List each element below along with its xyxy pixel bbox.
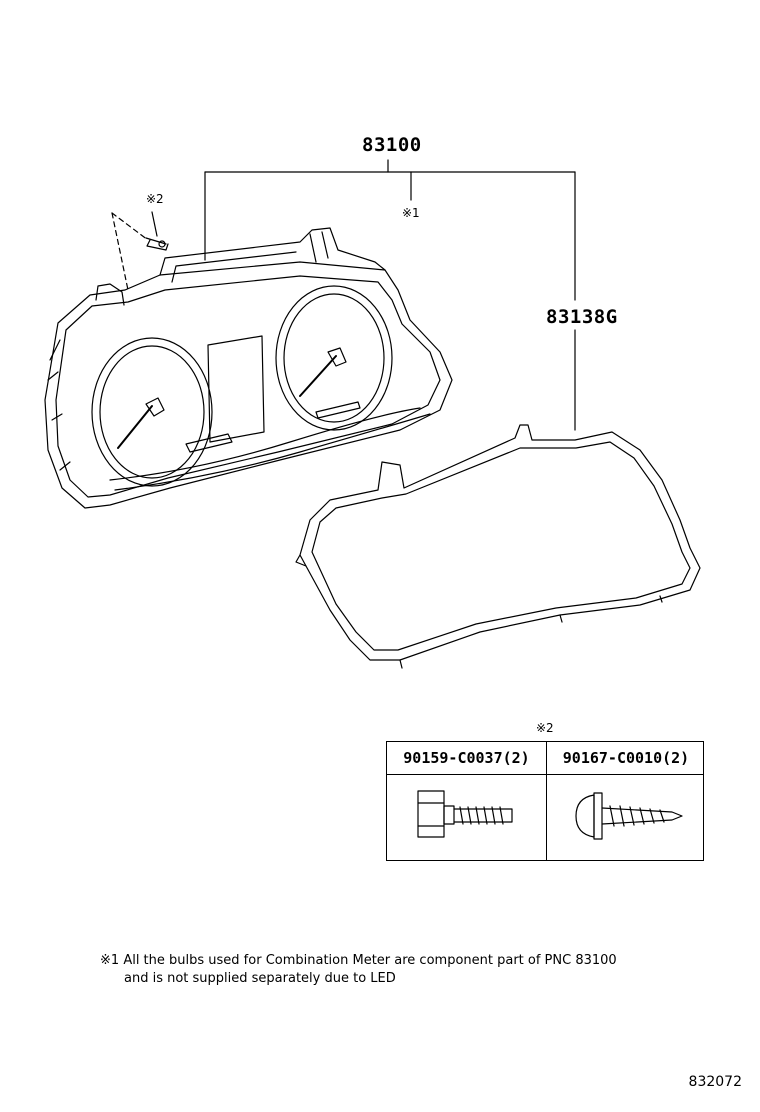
screw-qty: (2) [662, 749, 690, 767]
table-divider-v [546, 742, 547, 860]
screw-mark-table: ※2 [536, 721, 554, 735]
screw-part-number: 90167-C0010 [562, 749, 663, 767]
figure-number: 832072 [688, 1074, 742, 1090]
screw-column-1-header: 90159-C0037(2) [387, 742, 546, 774]
footnote-text-1: All the bulbs used for Combination Meter… [123, 953, 617, 968]
footnote-mark: ※1 [100, 953, 120, 968]
screw-callout [111, 211, 169, 291]
truss-head-screw-icon [575, 792, 683, 840]
screw-qty: (2) [502, 749, 530, 767]
screw-table: 90159-C0037(2) 90167-C0010(2) [386, 741, 704, 861]
footnote-line-1: ※1 All the bulbs used for Combination Me… [100, 952, 617, 970]
meter-lens-glass [295, 424, 701, 669]
footnote: ※1 All the bulbs used for Combination Me… [100, 952, 617, 988]
screw-mark-top: ※2 [146, 192, 164, 206]
part-number-83100: 83100 [362, 134, 422, 156]
bulb-note-mark: ※1 [402, 206, 420, 220]
screw-part-number: 90159-C0037 [403, 749, 503, 767]
footnote-line-2: and is not supplied separately due to LE… [124, 971, 396, 986]
table-divider-h [387, 774, 703, 775]
combination-meter-assembly [44, 227, 453, 509]
screw-column-2-header: 90167-C0010(2) [547, 742, 705, 774]
hex-flange-bolt-icon [417, 790, 513, 838]
leader-lines [204, 159, 576, 431]
part-number-83138g: 83138G [546, 306, 618, 328]
